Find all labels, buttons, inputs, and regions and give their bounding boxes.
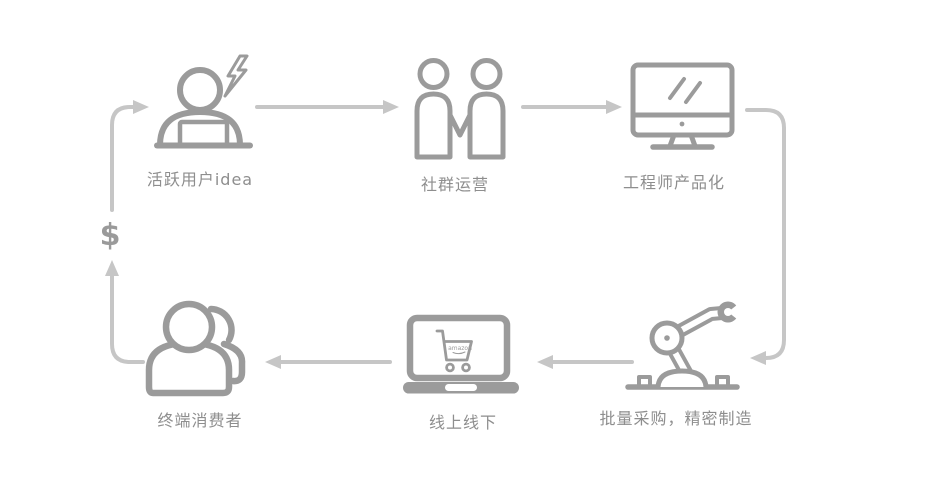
robot-base-bolts — [637, 375, 730, 388]
monitor-frame — [630, 62, 735, 138]
arrow-money-to-users — [110, 100, 149, 212]
back-person-head — [207, 305, 235, 344]
node-label-engineering: 工程师产品化 — [622, 173, 725, 192]
person1-head — [417, 58, 450, 90]
arrow-online-to-consumers — [265, 355, 392, 369]
robot-arm-icon — [625, 301, 742, 390]
shopping-cart-icon: amazon — [435, 329, 473, 373]
laptop-base-notch — [445, 384, 477, 391]
robot-arm-inner — [664, 310, 725, 379]
node-label-online-offline: 线上线下 — [428, 413, 497, 432]
user-head — [177, 67, 223, 113]
laptop — [177, 119, 230, 148]
monitor-stand-legs — [667, 132, 698, 149]
arrow-engineering-to-manufacturing — [745, 108, 786, 365]
node-label-manufacturing: 批量采购，精密制造 — [599, 409, 753, 428]
arrow-users-to-community — [255, 100, 399, 114]
person1-body — [414, 91, 453, 160]
arrow-community-to-engineering — [521, 100, 622, 114]
joined-hands — [447, 112, 473, 138]
two-consumers-icon — [145, 300, 246, 397]
front-person-head — [162, 300, 216, 354]
robot-joint-dot — [664, 335, 670, 341]
dollar-symbol: $ — [99, 218, 121, 253]
arrow-consumers-to-money — [105, 260, 145, 364]
screen-shine — [668, 77, 702, 104]
person2-head — [470, 58, 503, 90]
laptop-shopping-cart-icon: amazon — [403, 314, 519, 394]
two-people-holding-hands-icon — [414, 58, 506, 160]
arrow-manufacturing-to-online — [537, 355, 634, 369]
back-person-body — [220, 340, 246, 385]
lightning-bolt-icon — [223, 54, 249, 98]
cart-brand-text: amazon — [448, 345, 472, 352]
node-label-consumers: 终端消费者 — [157, 411, 243, 430]
robot-mount-dome — [655, 368, 709, 390]
desktop-monitor-icon — [630, 62, 735, 150]
user-with-laptop-lightning-icon — [154, 54, 253, 149]
person2-body — [467, 91, 506, 160]
node-label-community: 社群运营 — [420, 175, 489, 194]
monitor-chin-dot — [679, 121, 685, 127]
node-label-active-users: 活跃用户idea — [146, 170, 254, 189]
laptop-screen — [406, 314, 511, 382]
user-body — [157, 109, 243, 148]
robot-gripper-opening — [728, 301, 742, 323]
